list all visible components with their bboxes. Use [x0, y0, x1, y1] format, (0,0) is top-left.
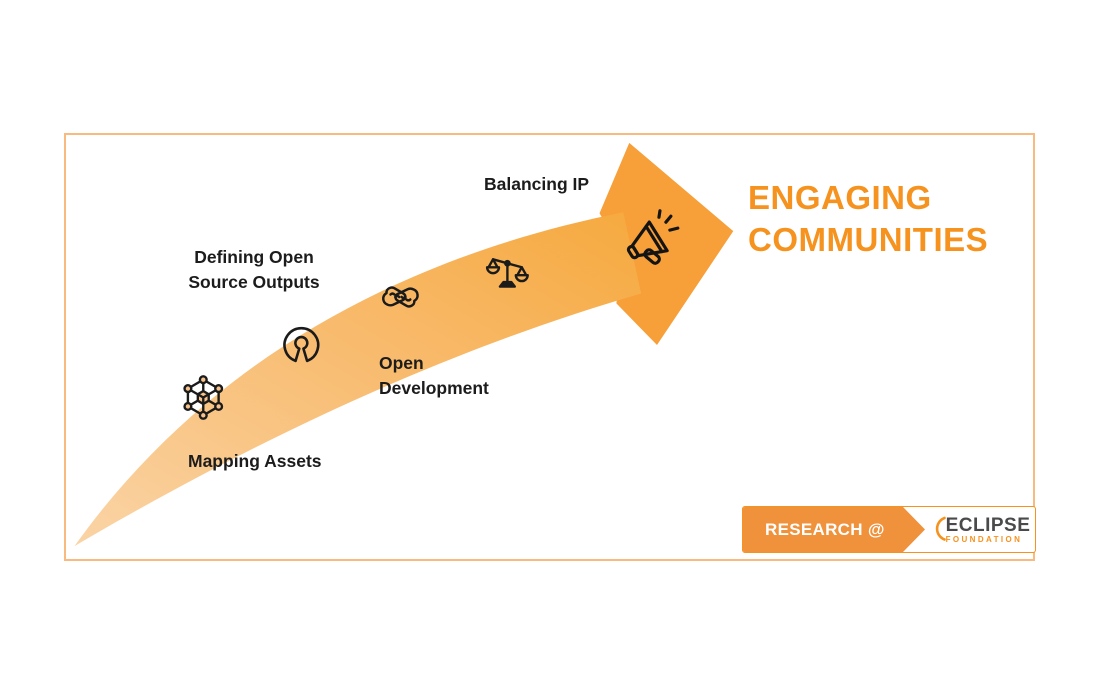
- balance-scale-icon: [485, 258, 529, 288]
- stage-label-mapping-assets: Mapping Assets: [188, 451, 322, 471]
- research-badge: RESEARCH @ ECLIPSE FOUNDATION: [742, 506, 1036, 553]
- slide-frame: Mapping Assets Defining Open Source Outp…: [64, 133, 1036, 561]
- network-nodes-icon: [183, 375, 224, 420]
- engaging-communities-title: ENGAGING COMMUNITIES: [748, 179, 989, 258]
- eclipse-brand-subtitle: FOUNDATION: [945, 534, 1023, 544]
- growth-arrow-graphic: [74, 142, 734, 547]
- collaboration-hands-icon: [382, 286, 419, 308]
- eclipse-arc-icon: [935, 516, 946, 541]
- stage-label-defining-open-source-outputs: Defining Open Source Outputs: [188, 247, 320, 292]
- stage-label-balancing-ip: Balancing IP: [484, 174, 590, 194]
- research-ribbon-label: RESEARCH @: [765, 519, 885, 539]
- open-source-icon: [283, 326, 320, 363]
- eclipse-foundation-logo: ECLIPSE FOUNDATION: [925, 507, 1035, 552]
- arrow-band: [74, 212, 642, 547]
- eclipse-brand-text: ECLIPSE: [945, 514, 1031, 536]
- megaphone-icon: [626, 209, 680, 265]
- stage-label-open-development: Open Development: [379, 353, 489, 398]
- research-ribbon: RESEARCH @: [743, 507, 925, 552]
